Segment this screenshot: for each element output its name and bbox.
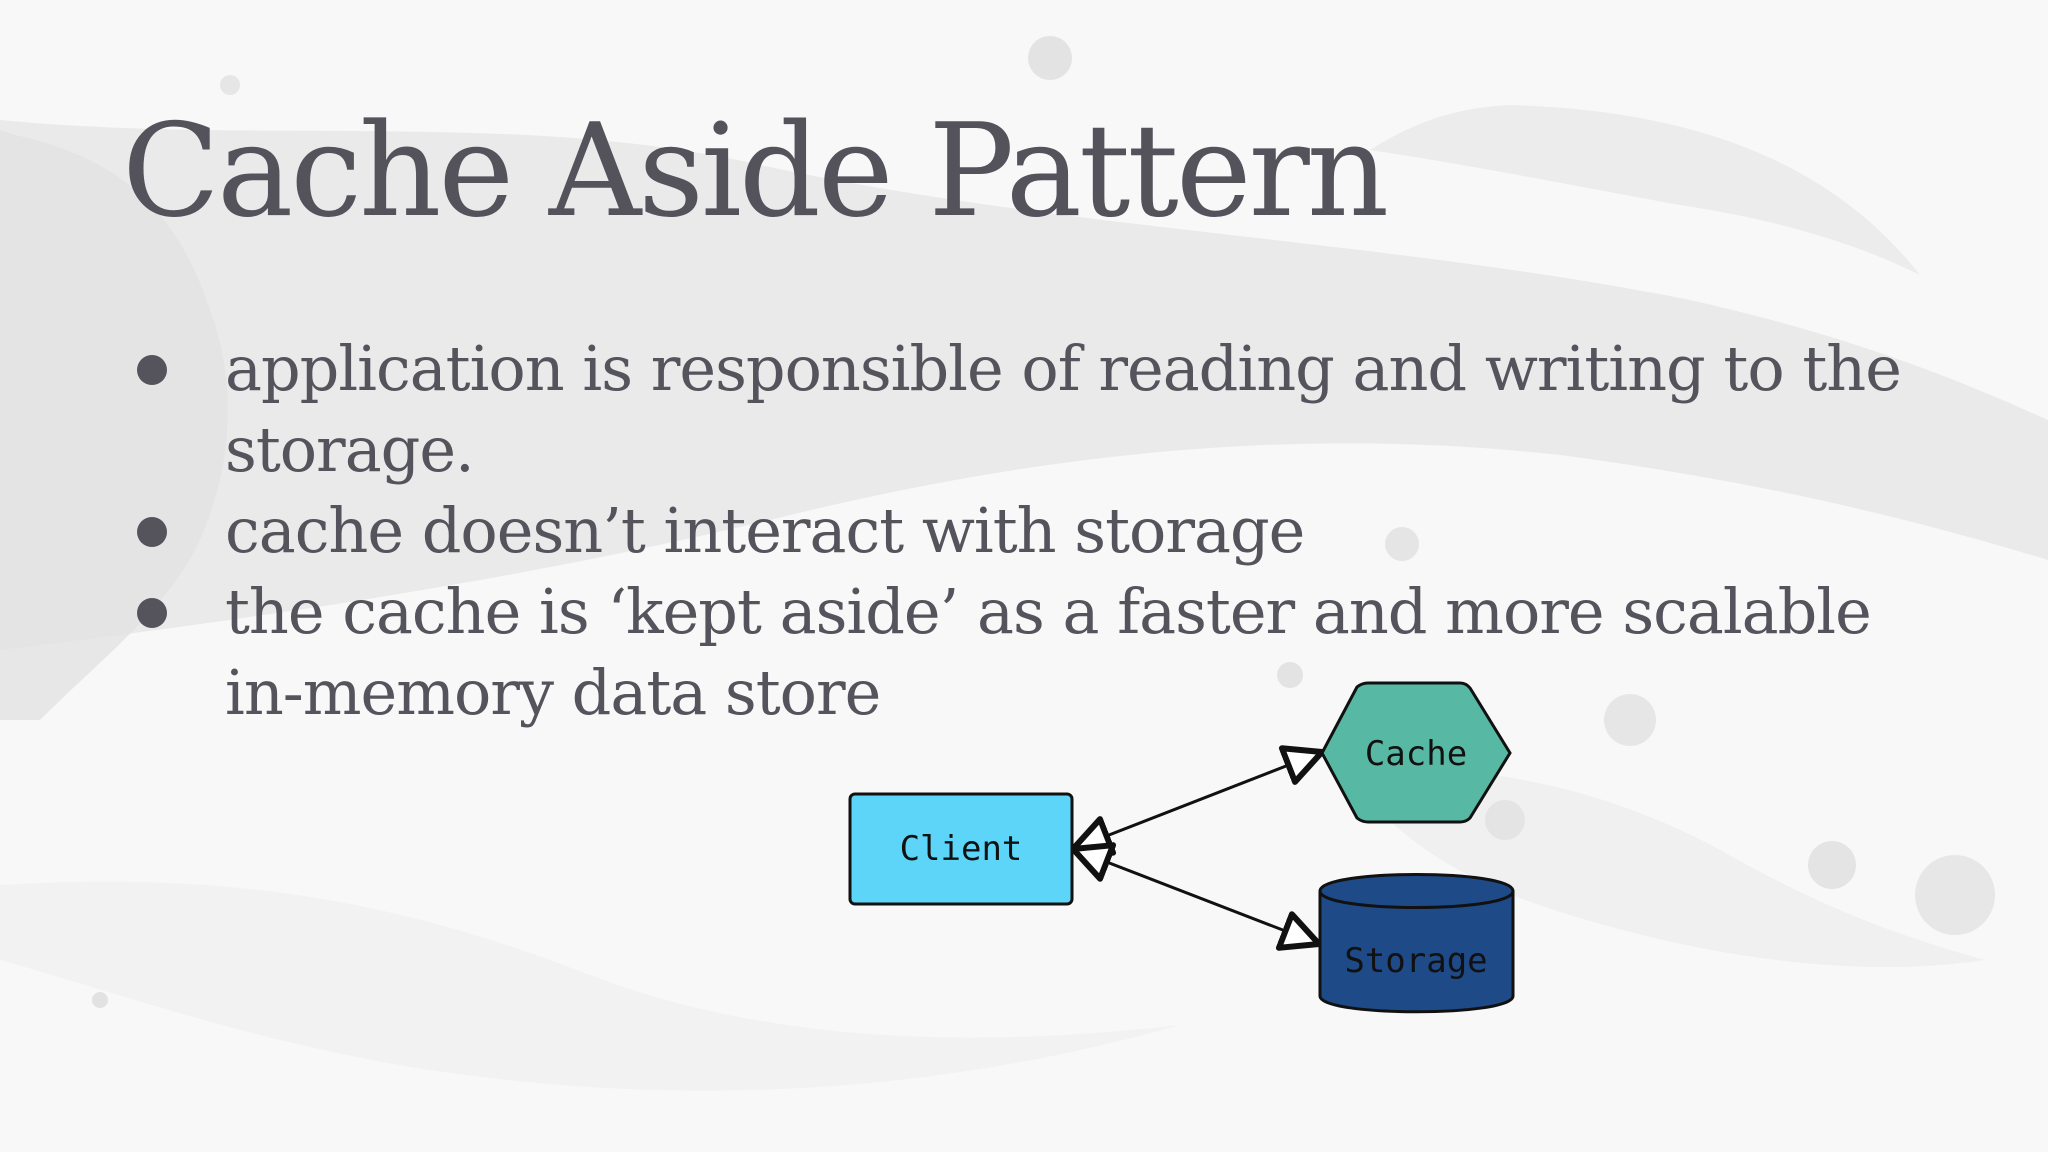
bullet-text: application is responsible of reading an… bbox=[225, 332, 1902, 486]
cache-label: Cache bbox=[1365, 734, 1467, 774]
storage-label: Storage bbox=[1344, 941, 1487, 981]
bullet-list: application is responsible of reading an… bbox=[125, 328, 1945, 733]
storage-node: Storage bbox=[1318, 873, 1515, 1014]
splatter-dot bbox=[1277, 662, 1303, 688]
client-storage-edge bbox=[1070, 842, 1322, 951]
splatter-dot bbox=[1604, 694, 1656, 746]
storage-cylinder-rim bbox=[1318, 890, 1515, 909]
client-box bbox=[848, 792, 1074, 906]
splatter-dot bbox=[1915, 855, 1995, 935]
bullet-dot-icon bbox=[137, 517, 167, 547]
splatter-dot bbox=[1385, 527, 1419, 561]
cache-hexagon bbox=[1320, 681, 1512, 824]
splatter-dot bbox=[1808, 841, 1856, 889]
brush-stroke-main bbox=[0, 120, 2048, 650]
brush-stroke-upper bbox=[0, 130, 228, 720]
cache-node: Cache bbox=[1320, 681, 1512, 824]
storage-cylinder bbox=[1318, 873, 1515, 1014]
bullet-item: application is responsible of reading an… bbox=[125, 328, 1945, 490]
splatter-dot bbox=[1485, 800, 1525, 840]
bullet-text: the cache is ‘kept aside’ as a faster an… bbox=[225, 575, 1872, 729]
client-cache-edge bbox=[1070, 745, 1325, 856]
bullet-item: cache doesn’t interact with storage bbox=[125, 490, 1945, 571]
bullet-dot-icon bbox=[137, 598, 167, 628]
bullet-dot-icon bbox=[137, 355, 167, 385]
splatter-dot bbox=[220, 75, 240, 95]
slide-title: Cache Aside Pattern bbox=[122, 97, 1389, 246]
brush-stroke-bottom bbox=[0, 881, 1180, 1091]
splatter-dot bbox=[92, 992, 108, 1008]
bullet-text: cache doesn’t interact with storage bbox=[225, 494, 1305, 567]
bullet-item: the cache is ‘kept aside’ as a faster an… bbox=[125, 571, 1945, 733]
brush-stroke-arc bbox=[1370, 105, 1920, 275]
client-label: Client bbox=[900, 829, 1023, 869]
client-node: Client bbox=[848, 792, 1074, 906]
splatter-dot bbox=[1028, 36, 1072, 80]
